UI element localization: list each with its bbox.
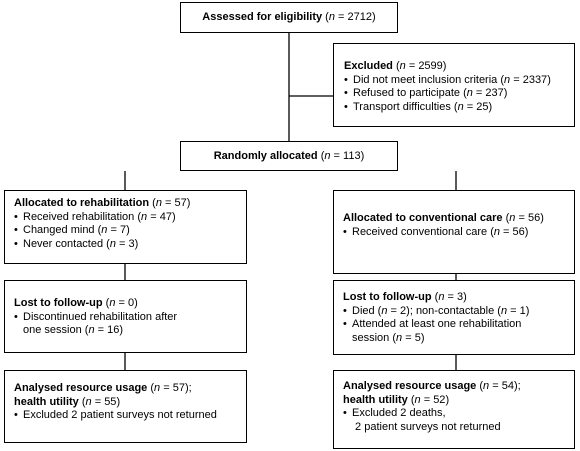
list-item: Died (n = 2); non-contactable (n = 1) xyxy=(343,305,568,319)
list-item: Transport difficulties (n = 25) xyxy=(344,101,568,115)
conv-allocated-header: Allocated to conventional care (n = 56) xyxy=(343,212,544,224)
rehab-analysed-header: Analysed resource usage (n = 57); xyxy=(14,382,192,394)
list-item: Refused to participate (n = 237) xyxy=(344,87,568,101)
rehab-analysed-header-2: health utility (n = 55) xyxy=(14,395,121,408)
list-item: Excluded 2 patient surveys not returned xyxy=(14,409,240,423)
assessed-header: Assessed for eligibility (n = 2712) xyxy=(202,11,376,23)
excluded-header: Excluded (n = 2599) xyxy=(344,60,447,72)
box-conv-analysed: Analysed resource usage (n = 54); health… xyxy=(333,370,575,449)
rehab-allocated-items: Received rehabilitation (n = 47) Changed… xyxy=(14,211,240,252)
conv-lost-items: Died (n = 2); non-contactable (n = 1) At… xyxy=(343,305,568,346)
rehab-analysed-items: Excluded 2 patient surveys not returned xyxy=(14,409,240,423)
list-item: Never contacted (n = 3) xyxy=(14,238,240,252)
rehab-lost-items: Discontinued rehabilitation after one se… xyxy=(14,311,240,338)
list-item: Received rehabilitation (n = 47) xyxy=(14,211,240,225)
list-item: Changed mind (n = 7) xyxy=(14,224,240,238)
randomised-header: Randomly allocated (n = 113) xyxy=(213,150,365,162)
list-item: Discontinued rehabilitation after one se… xyxy=(14,311,240,338)
excluded-reasons: Did not meet inclusion criteria (n = 233… xyxy=(344,74,568,115)
list-item: Received conventional care (n = 56) xyxy=(343,226,568,240)
rehab-lost-header: Lost to follow-up (n = 0) xyxy=(14,297,138,309)
box-conv-allocated: Allocated to conventional care (n = 56) … xyxy=(333,190,575,274)
conv-lost-header: Lost to follow-up (n = 3) xyxy=(343,291,467,303)
conv-analysed-header-2: health utility (n = 52) xyxy=(343,393,450,406)
box-rehab-allocated: Allocated to rehabilitation (n = 57) Rec… xyxy=(4,190,247,264)
box-rehab-lost: Lost to follow-up (n = 0) Discontinued r… xyxy=(4,280,247,353)
rehab-allocated-header: Allocated to rehabilitation (n = 57) xyxy=(14,197,191,209)
box-assessed: Assessed for eligibility (n = 2712) xyxy=(180,2,398,33)
box-excluded: Excluded (n = 2599) Did not meet inclusi… xyxy=(333,43,575,127)
conv-analysed-items: Excluded 2 deaths, 2 patient surveys not… xyxy=(343,407,568,434)
box-randomised: Randomly allocated (n = 113) xyxy=(180,141,398,171)
box-rehab-analysed: Analysed resource usage (n = 57); health… xyxy=(4,370,247,443)
conv-analysed-header: Analysed resource usage (n = 54); xyxy=(343,380,521,392)
list-item: Excluded 2 deaths, 2 patient surveys not… xyxy=(343,407,568,434)
list-item: Did not meet inclusion criteria (n = 233… xyxy=(344,74,568,88)
box-conv-lost: Lost to follow-up (n = 3) Died (n = 2); … xyxy=(333,280,575,355)
conv-allocated-items: Received conventional care (n = 56) xyxy=(343,226,568,240)
list-item: Attended at least one rehabilitation ses… xyxy=(343,318,568,345)
